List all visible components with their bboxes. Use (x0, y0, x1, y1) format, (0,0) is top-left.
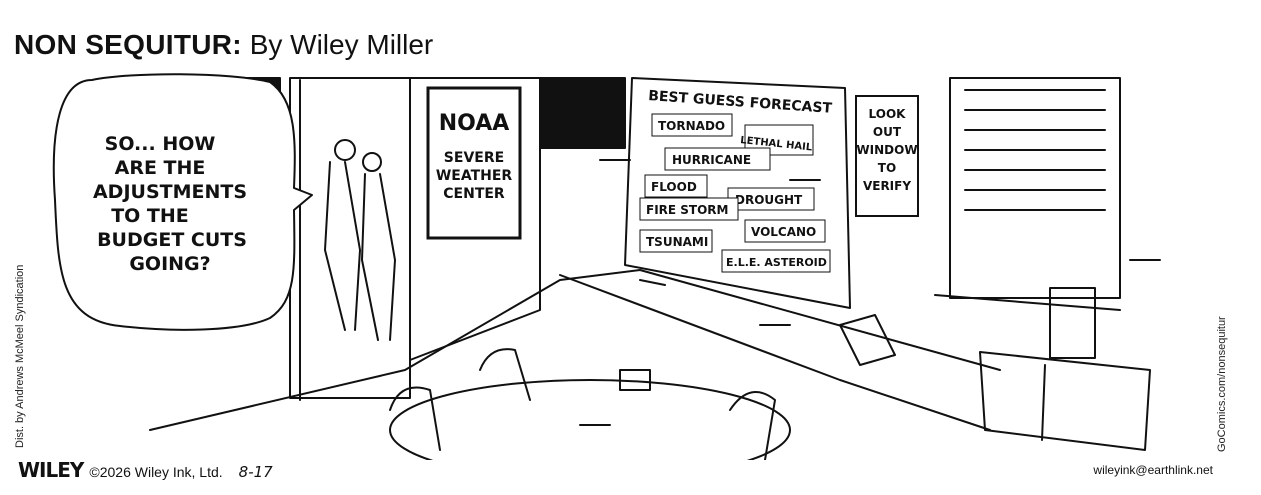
comic-panel: SO... HOW ARE THE ADJUSTMENTS TO THE BUD… (52, 73, 1161, 460)
window-sign-line: OUT (873, 125, 902, 139)
window-blinds (964, 89, 1106, 211)
wiley-logo: WILEY (18, 458, 84, 482)
window-sill (934, 294, 1121, 311)
door-sign (426, 86, 522, 240)
strip-date: 8-17 (238, 463, 273, 481)
forecast-card-label: TORNADO (658, 119, 725, 133)
bubble-line: GOING? (129, 253, 210, 275)
bubble-line: TO THE (111, 205, 189, 227)
door-sign-line: NOAA (439, 111, 510, 136)
forecast-card-label: HURRICANE (672, 153, 751, 167)
author-email: wileyink@earthlink.net (1093, 463, 1213, 477)
door-sign-line: SEVERE (444, 150, 504, 166)
window-sign-line: WINDOW (856, 143, 917, 157)
syndication-credit: Dist. by Andrews McMeel Syndication (14, 264, 26, 448)
copyright-text: ©2026 Wiley Ink, Ltd. (89, 464, 223, 480)
door-panel (409, 77, 541, 361)
wall-baseboard (559, 274, 991, 431)
dart (569, 129, 1161, 426)
bubble-line: BUDGET CUTS (97, 229, 247, 251)
door-sign-line: CENTER (443, 186, 505, 202)
chair (729, 391, 776, 460)
person-head (362, 152, 382, 172)
forecast-card (651, 113, 733, 137)
gocomics-url: GoComics.com/nonsequitur (1216, 316, 1228, 452)
forecast-board-frame (624, 77, 851, 309)
forecast-card-label: DROUGHT (735, 193, 803, 207)
forecast-card-label: FLOOD (651, 180, 697, 194)
forecast-card-label: FIRE STORM (646, 203, 729, 217)
bubble-line: ARE THE (115, 157, 206, 179)
bubble-line: SO... HOW (105, 133, 216, 155)
person-body (361, 173, 396, 341)
door-sign-line: WEATHER (436, 168, 513, 184)
bubble-line: ADJUSTMENTS (93, 181, 247, 203)
forecast-card (639, 229, 713, 253)
chair (389, 386, 441, 451)
floor-line (149, 269, 1001, 431)
board-title: BEST GUESS FORECAST (648, 88, 833, 117)
coffee-mug (619, 369, 651, 391)
comic-title-bold: NON SEQUITUR: (14, 29, 242, 60)
forecast-card (721, 249, 831, 273)
chair (479, 348, 531, 401)
window-sign-line: TO (878, 161, 896, 175)
forecast-card (639, 197, 739, 221)
window-sign-line: VERIFY (863, 179, 911, 193)
forecast-card (644, 174, 708, 198)
copyright-line: WILEY ©2026 Wiley Ink, Ltd. 8-17 (18, 458, 273, 482)
comic-byline: By Wiley Miller (249, 29, 434, 60)
comic-title: NON SEQUITUR: By Wiley Miller (14, 28, 433, 62)
forecast-card-label: VOLCANO (751, 225, 816, 239)
conference-table (389, 379, 791, 460)
forecast-card (664, 147, 771, 171)
window-frame (949, 77, 1121, 299)
person-body (324, 161, 361, 331)
speech-bubble-outline (52, 73, 313, 331)
forecast-card-label: TSUNAMI (646, 235, 708, 249)
forecast-card (744, 219, 826, 243)
cabinet (979, 351, 1151, 451)
window-sign (855, 95, 919, 217)
person-head (334, 139, 356, 161)
dark-ceiling-mid (539, 77, 626, 149)
forecast-card-label: E.L.E. ASTEROID (726, 256, 827, 269)
calendar (839, 314, 896, 366)
window-sign-line: LOOK (869, 107, 907, 121)
coffee-maker (1049, 287, 1096, 359)
